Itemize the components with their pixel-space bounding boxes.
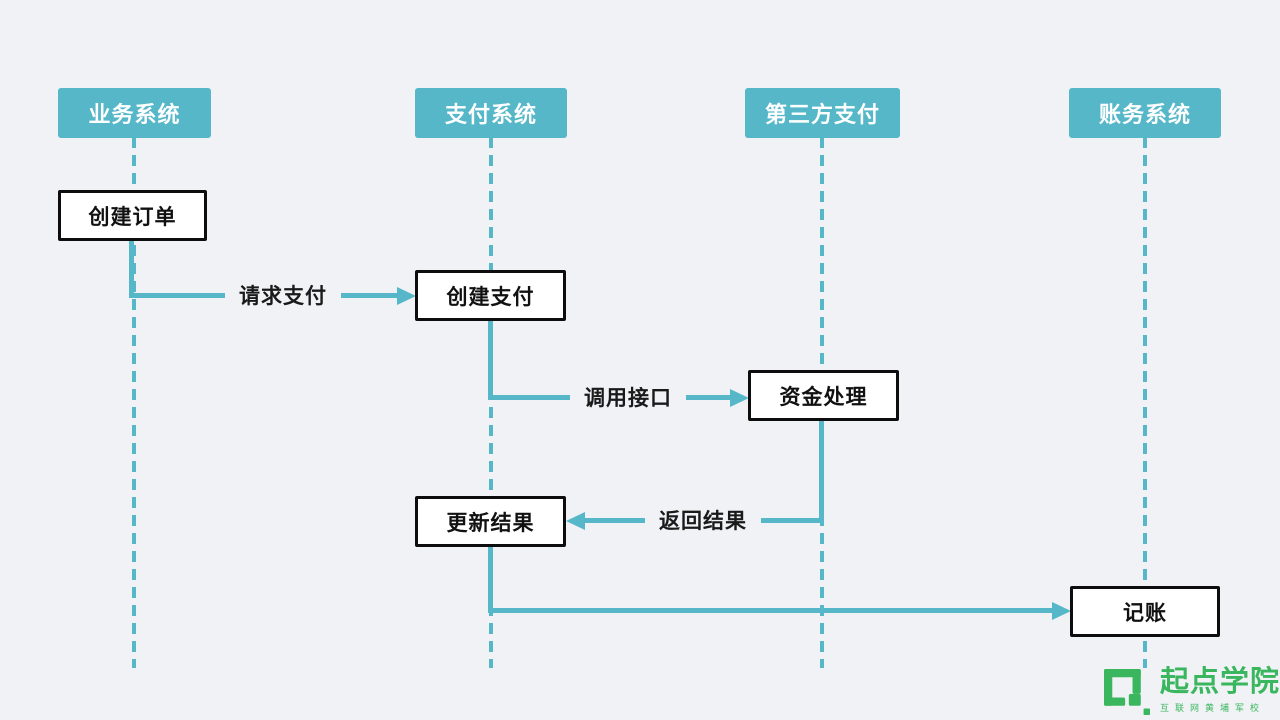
qidian-logo-text: 起点学院 互联网黄埔军校	[1160, 666, 1280, 714]
lifeline-business-system	[132, 137, 136, 668]
flow3-vertical-segment	[819, 420, 824, 523]
actor-accounting-system: 账务系统	[1069, 88, 1221, 138]
flow3-arrowhead-left-icon	[566, 511, 585, 530]
flow4-vertical-segment	[488, 546, 493, 613]
flow4-arrowhead-right-icon	[1052, 601, 1071, 620]
task-create-payment: 创建支付	[415, 270, 566, 321]
logo-name: 起点学院	[1160, 666, 1280, 698]
task-update-result: 更新结果	[415, 496, 566, 547]
flow2-vertical-segment	[488, 320, 493, 400]
task-bookkeeping: 记账	[1070, 586, 1220, 637]
task-create-order: 创建订单	[58, 190, 207, 241]
task-fund-processing: 资金处理	[748, 370, 899, 421]
actor-third-party-payment: 第三方支付	[745, 88, 900, 138]
flow1-arrowhead-right-icon	[397, 286, 416, 305]
lifeline-accounting-system	[1143, 137, 1147, 668]
message-label-call-interface: 调用接口	[570, 379, 686, 415]
flow4-horizontal-segment	[488, 608, 1053, 613]
logo-tagline: 互联网黄埔军校	[1160, 703, 1266, 713]
message-label-return-result: 返回结果	[645, 502, 761, 538]
flow1-vertical-segment	[129, 240, 134, 298]
lifeline-payment-system	[489, 137, 493, 668]
actor-payment-system: 支付系统	[415, 88, 567, 138]
qidian-logo-q-icon	[1104, 669, 1150, 715]
actor-business-system: 业务系统	[58, 88, 211, 138]
message-label-request-payment: 请求支付	[225, 277, 341, 313]
flow2-arrowhead-right-icon	[730, 388, 749, 407]
qidian-logo: 起点学院 互联网黄埔军校	[1104, 666, 1280, 715]
